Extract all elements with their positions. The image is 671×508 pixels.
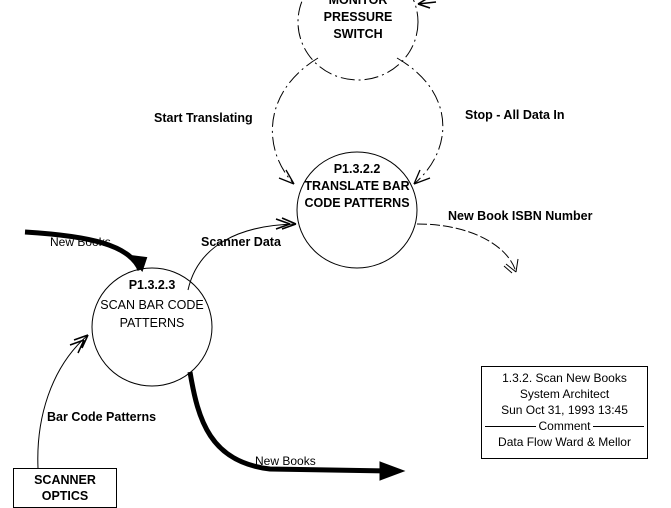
process-translate-id: P1.3.2.2 [333,162,381,176]
title-block-comment-divider: Comment [485,418,644,434]
title-block-date: Sun Oct 31, 1993 13:45 [501,403,628,417]
flow-label-new-book-isbn: New Book ISBN Number [448,209,593,223]
flow-scanner-data-arrowhead [275,217,297,230]
flow-into-monitor-arrowhead [417,0,431,9]
flow-start-translating-arrowhead [278,169,295,185]
flow-new-books-out-arrowhead [379,461,406,481]
process-monitor-line-3: SWITCH [333,27,383,41]
process-monitor-pressure-switch: MONITOR PRESSURE SWITCH [300,0,416,43]
flow-stop-all-data-in-line [396,57,444,185]
process-translate-circle[interactable] [296,151,418,269]
flow-label-start-translating: Start Translating [154,111,253,125]
flow-into-monitor-arrow [417,1,437,5]
process-translate-line-1: TRANSLATE BAR [304,179,410,193]
flow-scanner-data-line [187,223,297,291]
flow-bar-code-patterns-arrowhead [69,334,89,354]
title-block-name: 1.3.2. Scan New Books [502,371,627,385]
flow-start-translating-line [271,57,319,185]
process-scan-line-2: PATTERNS [119,316,185,330]
flow-stop-all-data-in-arrowhead [413,169,431,185]
title-block-tool: System Architect [519,387,610,401]
flow-bar-code-patterns-line [37,334,89,469]
terminator-line-1: SCANNER [34,473,96,487]
flow-label-new-books-out: New Books [255,454,316,468]
terminator-scanner-optics[interactable]: SCANNER OPTICS [13,468,117,508]
flow-label-scanner-data: Scanner Data [201,235,281,249]
process-translate: P1.3.2.2 TRANSLATE BAR CODE PATTERNS [297,161,417,212]
process-scan-line-1: SCAN BAR CODE [100,298,204,312]
flow-new-books-out-line [187,371,393,474]
process-monitor-line-2: PRESSURE [323,10,393,24]
title-block: 1.3.2. Scan New Books System Architect S… [481,366,648,459]
flow-new-books-in-arrowhead [127,254,148,272]
title-block-comment-label: Comment [536,419,593,433]
process-monitor-line-1: MONITOR [328,0,388,7]
flow-new-book-isbn-line [416,223,517,273]
flow-label-new-books-in: New Books [50,235,111,249]
terminator-line-2: OPTICS [41,489,89,503]
process-scan-circle[interactable] [91,267,213,387]
flow-label-bar-code-patterns: Bar Code Patterns [47,410,157,424]
flow-label-stop-all-data-in: Stop - All Data In [465,108,565,122]
title-block-method: Data Flow Ward & Mellor [498,435,631,449]
process-scan: P1.3.2.3 SCAN BAR CODE PATTERNS [92,276,212,332]
process-scan-id: P1.3.2.3 [128,278,176,292]
process-translate-line-2: CODE PATTERNS [304,196,410,210]
process-monitor-pressure-switch-circle[interactable] [297,0,419,81]
flow-new-book-isbn-arrowhead [503,258,519,274]
